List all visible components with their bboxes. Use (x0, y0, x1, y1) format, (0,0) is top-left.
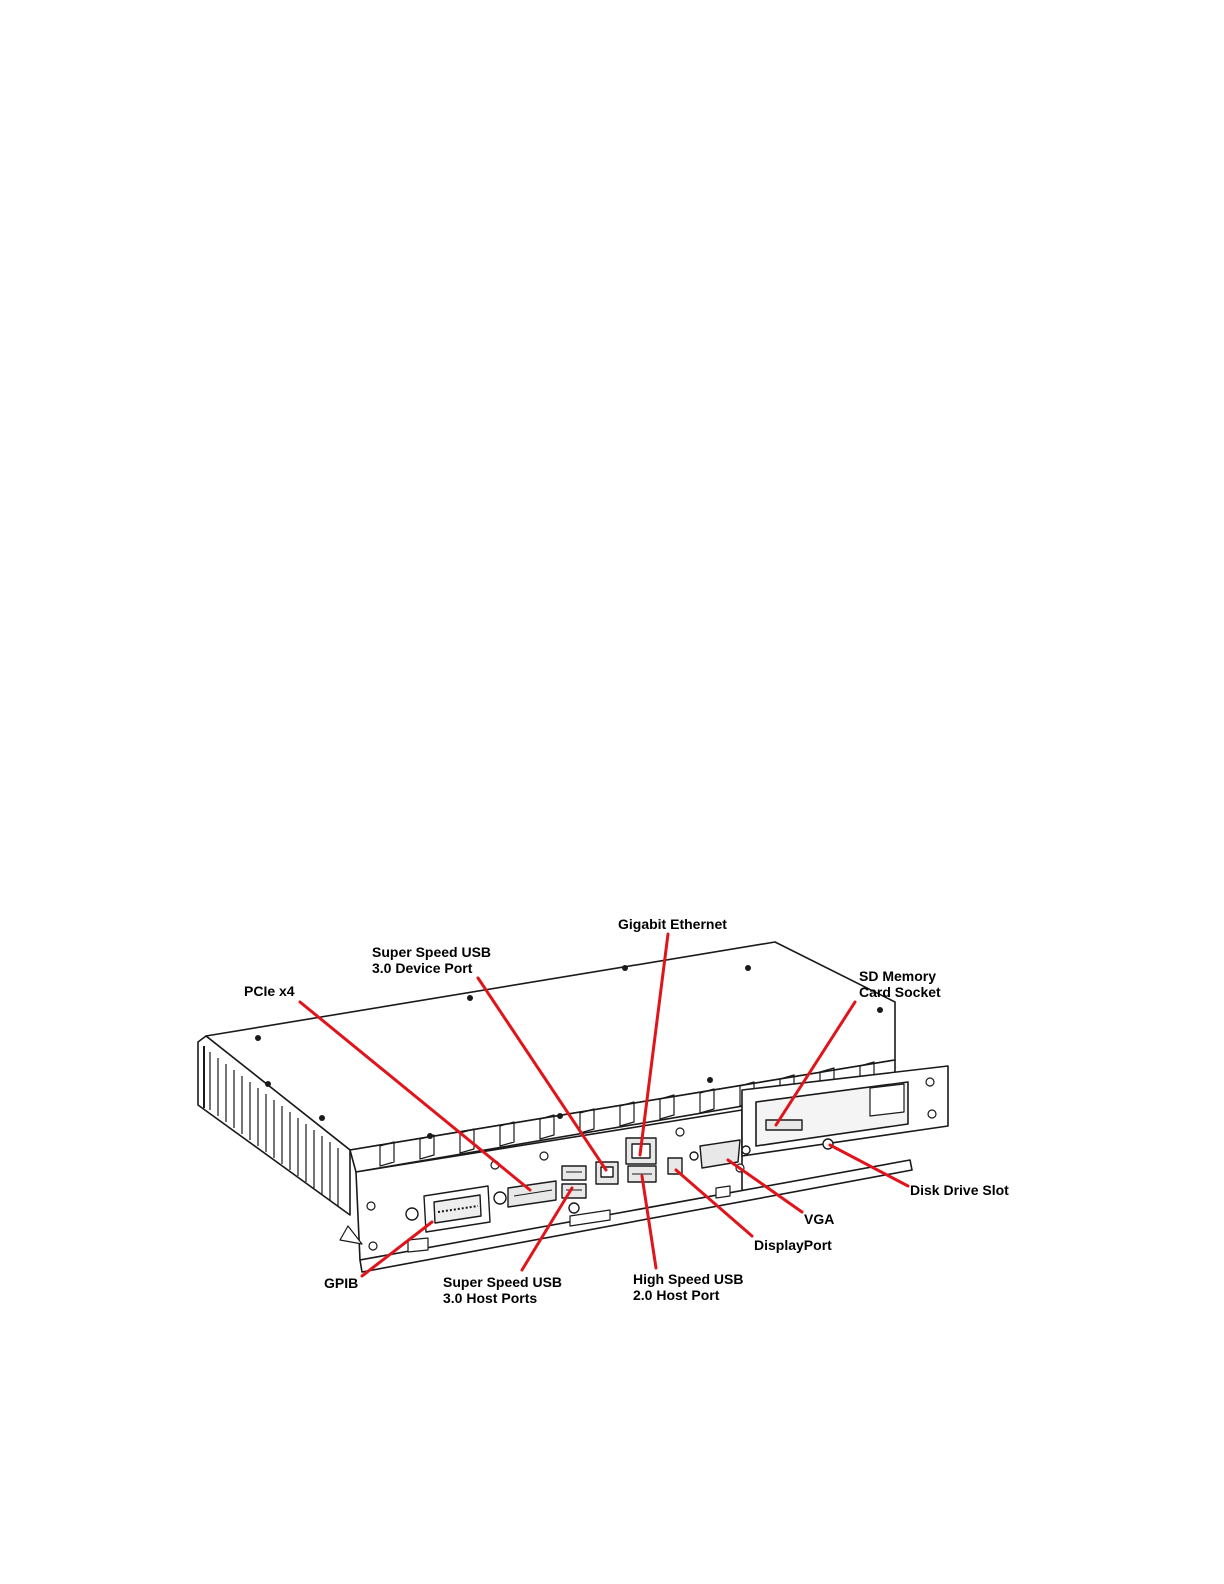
usb3-device-connector (596, 1162, 618, 1184)
disk-drive-screw (823, 1139, 833, 1149)
label-sd-card-line1: SD Memory (859, 968, 936, 984)
label-usb2-host-line1: High Speed USB (633, 1271, 743, 1287)
sd-socket (766, 1120, 802, 1130)
label-pcie: PCIe x4 (244, 983, 295, 999)
label-usb3-host-line1: Super Speed USB (443, 1274, 562, 1290)
label-usb3-device-line1: Super Speed USB (372, 944, 491, 960)
label-gigabit-ethernet: Gigabit Ethernet (618, 916, 727, 932)
label-usb2-host-line2: 2.0 Host Port (633, 1287, 720, 1303)
label-displayport: DisplayPort (754, 1237, 832, 1253)
label-gpib: GPIB (324, 1275, 358, 1291)
label-disk-drive: Disk Drive Slot (910, 1182, 1009, 1198)
label-sd-card-line2: Card Socket (859, 984, 941, 1000)
chassis-drawing (198, 942, 948, 1272)
label-usb3-device-line2: 3.0 Device Port (372, 960, 473, 976)
label-vga: VGA (804, 1211, 834, 1227)
label-usb3-host-line2: 3.0 Host Ports (443, 1290, 537, 1306)
